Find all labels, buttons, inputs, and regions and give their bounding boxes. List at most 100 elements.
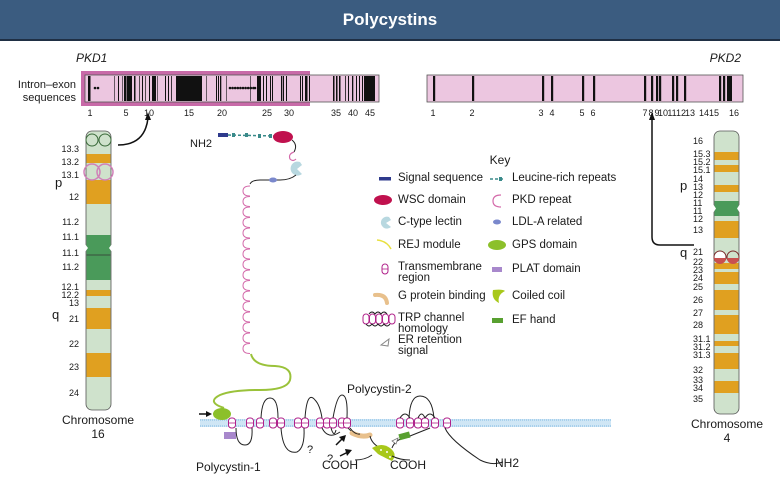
chr16-q-arm-label: q (52, 307, 59, 322)
key-label: G protein binding (398, 290, 486, 302)
polycystin-1-transmembrane-region (228, 417, 351, 429)
pkd-repeat (242, 259, 251, 270)
exon-mark (216, 76, 217, 101)
exon-mark (165, 76, 166, 101)
c-type-lectin-icon (380, 216, 391, 229)
exon-mark (305, 76, 308, 101)
pkd-repeat (242, 238, 251, 249)
pkd-repeat (242, 301, 251, 312)
ldl-a-related-icon (493, 219, 501, 225)
key-label: EF hand (512, 314, 555, 326)
pkd-repeat (242, 280, 251, 291)
exon-mark (270, 76, 271, 101)
pkd-repeat (242, 206, 251, 218)
pkd2-exon-number: 12 (676, 108, 686, 118)
exon-mark (333, 76, 335, 101)
exon-mark (656, 76, 659, 101)
pc1-nh2-label: NH2 (190, 138, 212, 150)
key-label: Signal sequence (398, 172, 483, 184)
exon-mark (149, 76, 150, 101)
wsc-domain (273, 131, 293, 143)
intron-dot (93, 86, 97, 90)
ef-hand-icon (492, 318, 503, 323)
intron-dot (231, 86, 234, 90)
question-mark-2: ? (327, 453, 333, 465)
exon-mark (220, 76, 222, 101)
pkd1-gene-label: PKD1 (76, 51, 107, 65)
chromosome-16 (83, 130, 114, 411)
chr4-band-label: 13 (693, 182, 703, 192)
pkd1-intron-dots-group2 (228, 86, 257, 90)
chr4-band-label: 11 (693, 198, 702, 208)
chr16-band-label: 11.2 (62, 217, 79, 227)
chr4-band-label: 34 (693, 383, 703, 393)
signal-sequence-domain (218, 133, 228, 137)
exon-mark (257, 76, 261, 101)
key-label: PKD repeat (512, 194, 572, 206)
key-label: ER retention (398, 334, 462, 346)
pkd2-exon-number: 7 (642, 108, 647, 118)
pkd-repeat (288, 151, 297, 162)
pkd-repeat (242, 322, 251, 333)
exon-mark (134, 76, 136, 101)
chr4-q-arm-label: q (680, 245, 687, 260)
leucine-rich-repeats-icon (490, 177, 504, 181)
pkd2-exon-number: 13 (685, 108, 695, 118)
key-label: LDL-A related (512, 216, 582, 228)
pkd1-intron-dots (93, 86, 100, 90)
intron-dot (233, 86, 237, 90)
exon-mark (542, 76, 545, 101)
pkd1-locus-marker (96, 163, 114, 181)
gps-domain (213, 408, 231, 420)
exon-mark (206, 76, 207, 101)
chr16-band-label: 21 (69, 314, 79, 324)
polycystin-2-label: Polycystin-2 (347, 382, 412, 396)
exon-mark (309, 76, 310, 101)
exon-mark (89, 76, 91, 101)
pkd2-gene-bar (426, 74, 744, 103)
exon-mark (433, 76, 436, 101)
ef-hand-domain (398, 431, 411, 441)
exon-mark (145, 76, 146, 101)
pkd-repeat-icon (492, 194, 502, 208)
exon-mark (124, 76, 127, 101)
title-banner: Polycystins (0, 0, 780, 41)
key-label: C-type lectin (398, 216, 462, 228)
key-title: Key (490, 153, 511, 167)
er-retention-signal (391, 437, 399, 445)
chr16-label-line2: 16 (91, 427, 105, 441)
chr4-band-label: 16 (693, 136, 703, 146)
intron-dot (253, 86, 257, 90)
exon-mark (684, 76, 687, 101)
arrowhead-icon (649, 112, 655, 120)
exon-mark (281, 76, 283, 101)
question-mark-1: ? (307, 444, 313, 456)
pkd-repeat (242, 196, 251, 207)
exon-mark (551, 76, 554, 101)
key-label: REJ module (398, 239, 461, 251)
pkd1-exon-number: 30 (284, 108, 294, 118)
arrowhead-icon (206, 411, 212, 417)
chromosome-4-band-labels: 1615.315.215.114131211111213212223242526… (693, 136, 711, 404)
exon-mark (719, 76, 722, 101)
exon-mark (348, 76, 349, 101)
exon-mark (272, 76, 273, 101)
chr4-band-label: 12 (693, 190, 703, 200)
chr4-band-label: 15.1 (693, 165, 711, 175)
exon-mark (364, 76, 375, 101)
exon-mark (339, 76, 341, 101)
chr16-band-label: 13.1 (61, 170, 79, 180)
page-title: Polycystins (342, 9, 438, 29)
chr16-band-label: 13.3 (61, 144, 79, 154)
g-protein-binding-icon (373, 292, 389, 305)
pkd1-exon-number: 5 (123, 108, 128, 118)
chr16-to-pkd1-arrow (117, 117, 149, 146)
trp-channel-homology-icon (362, 311, 396, 327)
pc1-cleavage-arrow (335, 438, 343, 446)
key-label: region (398, 272, 430, 284)
exon-mark (472, 76, 475, 101)
chr16-band-label: 12 (69, 192, 79, 202)
exon-mark (593, 76, 596, 101)
chr4-band-label: 22 (693, 257, 703, 267)
